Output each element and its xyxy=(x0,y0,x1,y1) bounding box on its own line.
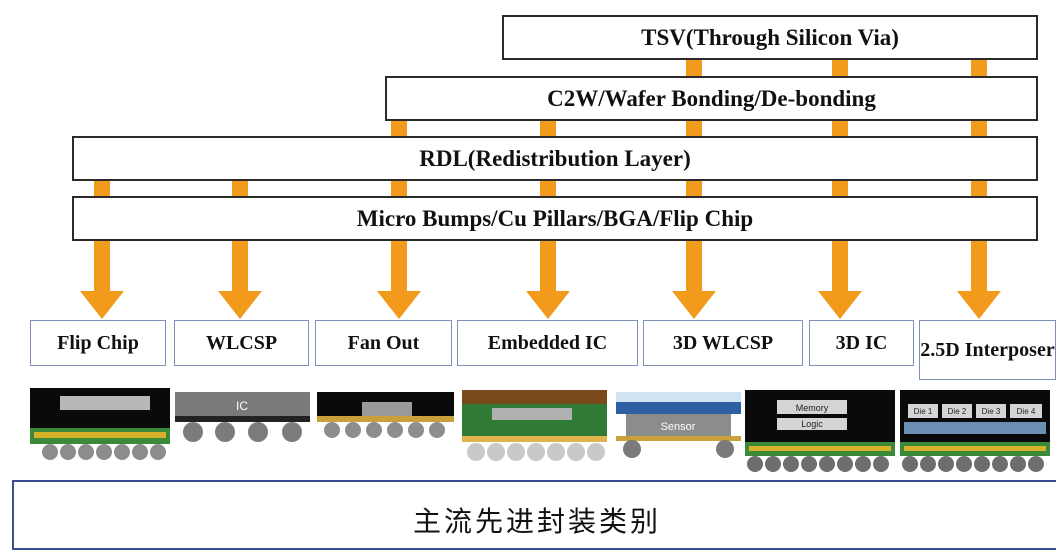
arrow-head-wlcsp xyxy=(218,291,262,319)
package-3d-wlcsp: 3D WLCSP xyxy=(643,320,803,366)
layer-tsv: TSV(Through Silicon Via) xyxy=(502,15,1038,60)
wlcsp-thumbnail: IC xyxy=(175,392,310,442)
arrow-head-fan-out xyxy=(377,291,421,319)
3d-ic-thumbnail: Memory Logic xyxy=(745,390,895,472)
sensor-label: Sensor xyxy=(661,421,696,433)
interposer-thumbnail: Die 1 Die 2 Die 3 Die 4 xyxy=(900,390,1050,472)
die-2-label: Die 2 xyxy=(948,407,967,416)
memory-label: Memory xyxy=(796,403,829,413)
arrow-head-interposer xyxy=(957,291,1001,319)
ic-label: IC xyxy=(236,399,248,413)
embedded-ic-thumbnail xyxy=(462,390,607,461)
layer-rdl: RDL(Redistribution Layer) xyxy=(72,136,1038,181)
footer-caption: 主流先进封装类别 xyxy=(12,480,1056,550)
package-fan-out: Fan Out xyxy=(315,320,452,366)
package-interposer: 2.5D Interposer xyxy=(919,320,1056,380)
layer-bumps: Micro Bumps/Cu Pillars/BGA/Flip Chip xyxy=(72,196,1038,241)
die-3-label: Die 3 xyxy=(982,407,1001,416)
package-flip-chip: Flip Chip xyxy=(30,320,166,366)
footer-title: 主流先进封装类别 xyxy=(412,505,661,538)
package-wlcsp: WLCSP xyxy=(174,320,309,366)
arrow-head-embedded-ic xyxy=(526,291,570,319)
logic-label: Logic xyxy=(801,419,823,429)
arrow-head-3d-wlcsp xyxy=(672,291,716,319)
package-embedded-ic: Embedded IC xyxy=(457,320,638,366)
arrow-head-3d-ic xyxy=(818,291,862,319)
layer-c2w: C2W/Wafer Bonding/De-bonding xyxy=(385,76,1038,121)
flip-chip-thumbnail xyxy=(30,388,170,460)
die-1-label: Die 1 xyxy=(914,407,933,416)
package-3d-ic: 3D IC xyxy=(809,320,914,366)
fan-out-thumbnail xyxy=(317,392,454,438)
die-4-label: Die 4 xyxy=(1017,407,1036,416)
arrow-head-flip-chip xyxy=(80,291,124,319)
3d-wlcsp-thumbnail: Sensor xyxy=(616,392,741,458)
